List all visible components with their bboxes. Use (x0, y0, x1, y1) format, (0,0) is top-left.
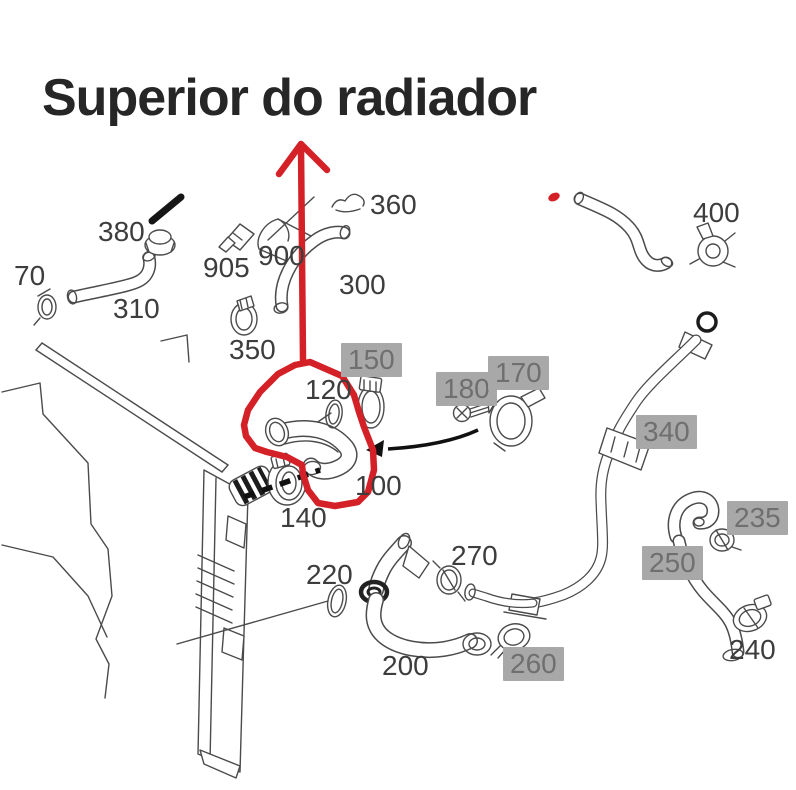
radiator (1, 334, 276, 779)
clamp-150 (357, 375, 385, 429)
part-label-240: 240 (729, 634, 776, 665)
sensor-905 (218, 223, 255, 253)
highlight-annotation (240, 140, 378, 510)
clamp-270 (432, 560, 466, 602)
part-label-100: 100 (355, 470, 402, 501)
part-label-180: 180 (436, 372, 497, 406)
part-label-220: 220 (306, 559, 353, 590)
hose-340 (464, 311, 718, 620)
clamp-260 (490, 623, 531, 659)
part-label-380: 380 (98, 216, 145, 247)
part-label-200: 200 (382, 650, 429, 681)
hose-100 (264, 412, 358, 480)
plug-380 (144, 193, 185, 256)
leader-line-220 (176, 600, 329, 645)
clamp-70 (33, 288, 57, 326)
o-ring-220 (326, 584, 348, 618)
o-ring-120 (325, 399, 343, 429)
part-label-120: 120 (305, 374, 352, 405)
hose-300 (273, 225, 351, 314)
part-label-260: 260 (503, 647, 564, 681)
page-title: Superior do radiador (42, 69, 537, 127)
part-label-150: 150 (341, 343, 402, 377)
clamp-360 (331, 193, 365, 213)
red-dot (548, 192, 560, 202)
part-label-140: 140 (280, 502, 327, 533)
hose-310 (66, 250, 157, 305)
part-label-300: 300 (339, 269, 386, 300)
highlight-circle (240, 358, 378, 510)
part-label-170: 170 (488, 356, 549, 390)
part-label-70: 70 (14, 260, 46, 291)
dashed-line (243, 467, 321, 500)
red-arrow-head (275, 140, 331, 178)
part-label-400: 400 (693, 197, 740, 228)
part-label-270: 270 (451, 540, 498, 571)
pointer-arrow (366, 428, 479, 457)
part-label-905: 905 (203, 252, 250, 283)
clamp-350 (230, 295, 258, 336)
part-label-360: 360 (370, 189, 417, 220)
part-label-900: 900 (258, 240, 305, 271)
part-label-350: 350 (229, 334, 276, 365)
hose-200 (358, 532, 492, 659)
part-label-310: 310 (113, 293, 160, 324)
hose-top-right (573, 191, 674, 272)
clamp-400 (689, 222, 736, 268)
clamp-170 (489, 387, 546, 452)
clamp-240 (732, 594, 772, 633)
part-label-340: 340 (636, 415, 697, 449)
part-label-235: 235 (727, 501, 788, 535)
clamp-140 (267, 452, 307, 506)
part-label-250: 250 (642, 546, 703, 580)
red-arrow-line (297, 142, 307, 364)
